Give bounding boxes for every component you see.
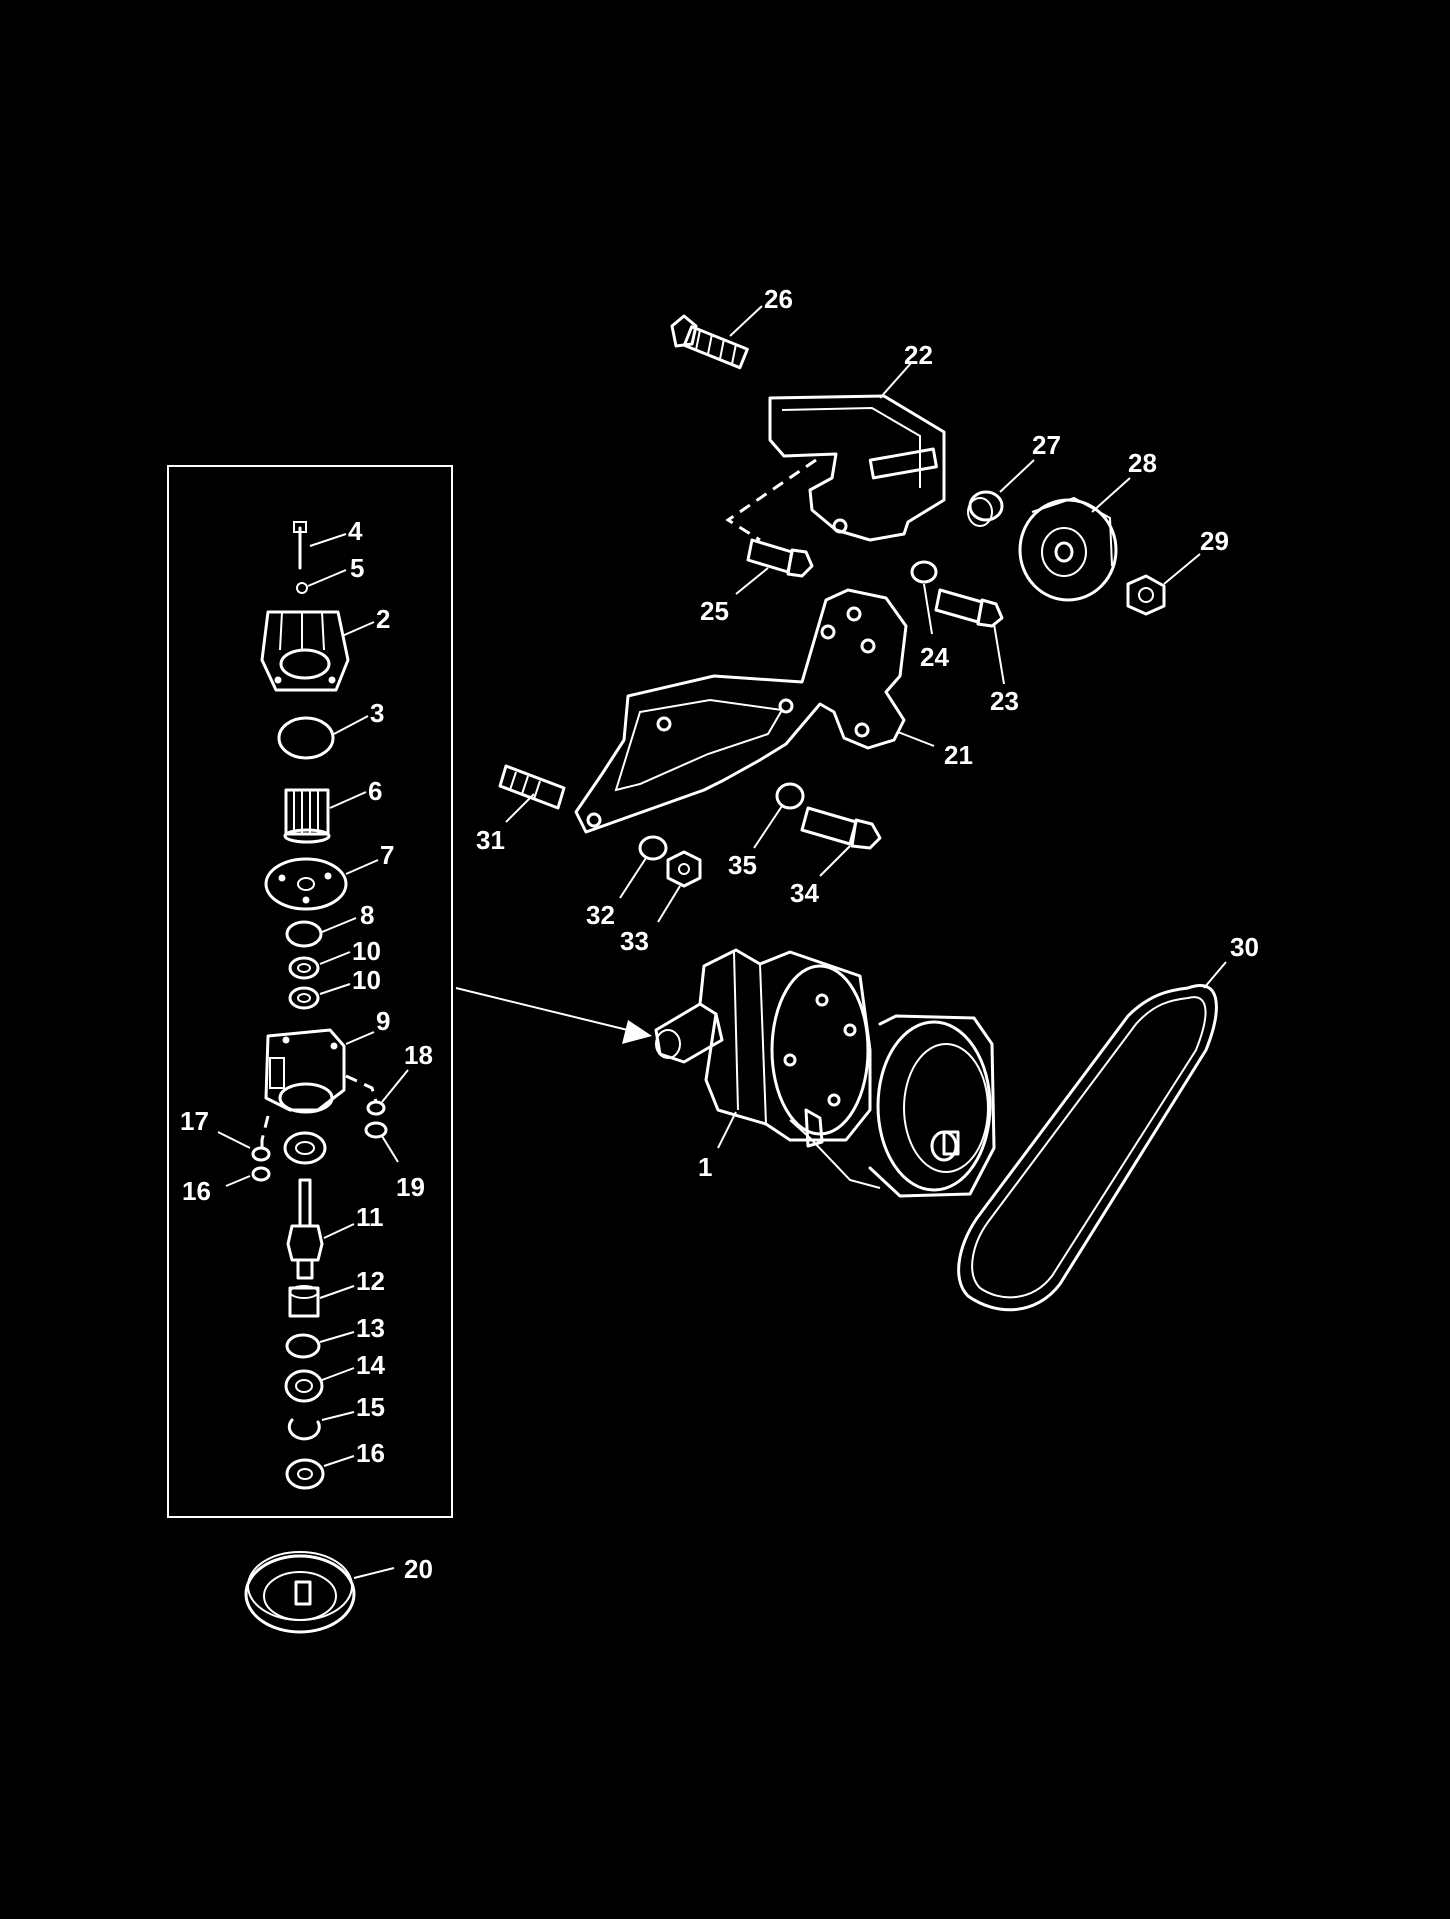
callout-35: 34 bbox=[790, 878, 819, 908]
callout-18: 17 bbox=[180, 1106, 209, 1136]
inset-pointer-line bbox=[455, 987, 649, 1036]
leader-lines bbox=[217, 305, 1227, 1579]
callout-11: 11 bbox=[356, 1202, 384, 1232]
part-fitting-20 bbox=[364, 1121, 388, 1139]
part-washer-25 bbox=[910, 560, 938, 584]
part-stud-32 bbox=[498, 764, 566, 810]
callout-3: 3 bbox=[370, 698, 384, 728]
callout-10a: 10 bbox=[352, 936, 381, 966]
part-fitting-19 bbox=[366, 1100, 386, 1116]
callout-14: 14 bbox=[356, 1350, 385, 1380]
part-oring-3 bbox=[277, 716, 335, 760]
callout-32: 31 bbox=[476, 825, 505, 855]
part-seal-10a bbox=[288, 956, 320, 980]
part-nut-34 bbox=[666, 850, 702, 888]
part-screw-4 bbox=[293, 521, 307, 570]
callout-28: 27 bbox=[1032, 430, 1061, 460]
part-seal-16 bbox=[285, 1458, 325, 1490]
part-drive-belt-31 bbox=[957, 984, 1218, 1312]
callout-25: 24 bbox=[920, 642, 949, 672]
callout-17: 16 bbox=[182, 1176, 211, 1206]
callout-33: 32 bbox=[586, 900, 615, 930]
callout-24: 23 bbox=[990, 686, 1019, 716]
callout-10b: 10 bbox=[352, 965, 381, 995]
part-pulley-21 bbox=[244, 1551, 356, 1634]
housing-dashed-line-right bbox=[345, 1074, 378, 1103]
callout-31: 30 bbox=[1230, 932, 1259, 962]
inset-detail-box bbox=[167, 465, 453, 1518]
callout-1: 1 bbox=[698, 1152, 712, 1182]
part-cover-2 bbox=[260, 610, 350, 692]
part-fitting-17 bbox=[251, 1166, 271, 1182]
callout-19: 18 bbox=[404, 1040, 433, 1070]
part-shaft-11 bbox=[286, 1178, 324, 1280]
part-bearing-upper bbox=[283, 1131, 327, 1165]
part-wear-plate-7 bbox=[264, 857, 348, 911]
part-bolt-26 bbox=[746, 538, 814, 578]
callout-22: 21 bbox=[944, 740, 973, 770]
callout-7: 7 bbox=[380, 840, 394, 870]
part-bolt-24 bbox=[934, 588, 1004, 628]
callout-29: 28 bbox=[1128, 448, 1157, 478]
part-washer-36 bbox=[775, 782, 805, 810]
part-bolt-27 bbox=[670, 314, 749, 370]
part-nut-30 bbox=[1126, 574, 1166, 616]
inset-pointer-arrowhead bbox=[622, 1020, 652, 1044]
part-seal-10b bbox=[288, 986, 320, 1010]
callout-20: 19 bbox=[396, 1172, 425, 1202]
part-housing-9 bbox=[264, 1028, 346, 1114]
part-spacer-28 bbox=[967, 490, 1004, 527]
callout-12: 12 bbox=[356, 1266, 385, 1296]
part-idler-pulley-29 bbox=[1018, 496, 1118, 602]
part-oring-8 bbox=[285, 920, 323, 948]
callout-36: 35 bbox=[728, 850, 757, 880]
part-water-pump-1 bbox=[654, 948, 996, 1198]
callout-6: 6 bbox=[368, 776, 382, 806]
part-mounting-bracket-22 bbox=[574, 588, 908, 834]
part-snap-ring-15 bbox=[287, 1418, 321, 1441]
callout-13: 13 bbox=[356, 1313, 385, 1343]
callout-30: 29 bbox=[1200, 526, 1229, 556]
callout-9: 9 bbox=[376, 1006, 390, 1036]
part-bracket-23 bbox=[768, 394, 946, 542]
callout-2: 2 bbox=[376, 604, 390, 634]
callout-23: 22 bbox=[904, 340, 933, 370]
part-bearing-14 bbox=[284, 1369, 324, 1403]
part-washer-13 bbox=[285, 1333, 321, 1359]
callout-21: 20 bbox=[404, 1554, 433, 1584]
callout-5: 5 bbox=[350, 553, 364, 583]
housing-dashed-line-left bbox=[260, 1115, 270, 1150]
part-washer-33 bbox=[638, 835, 668, 861]
part-spacer-12 bbox=[288, 1285, 320, 1318]
callout-27: 26 bbox=[764, 284, 793, 314]
bracket-dashed-line bbox=[725, 458, 817, 542]
part-impeller-6 bbox=[283, 788, 331, 844]
callout-34: 33 bbox=[620, 926, 649, 956]
callout-4: 4 bbox=[348, 516, 363, 546]
part-fitting-18 bbox=[251, 1146, 271, 1162]
callout-15: 15 bbox=[356, 1392, 385, 1422]
part-washer-5 bbox=[296, 582, 308, 594]
callout-26: 25 bbox=[700, 596, 729, 626]
part-bolt-35 bbox=[800, 806, 882, 850]
callout-16: 16 bbox=[356, 1438, 385, 1468]
callout-8: 8 bbox=[360, 900, 374, 930]
